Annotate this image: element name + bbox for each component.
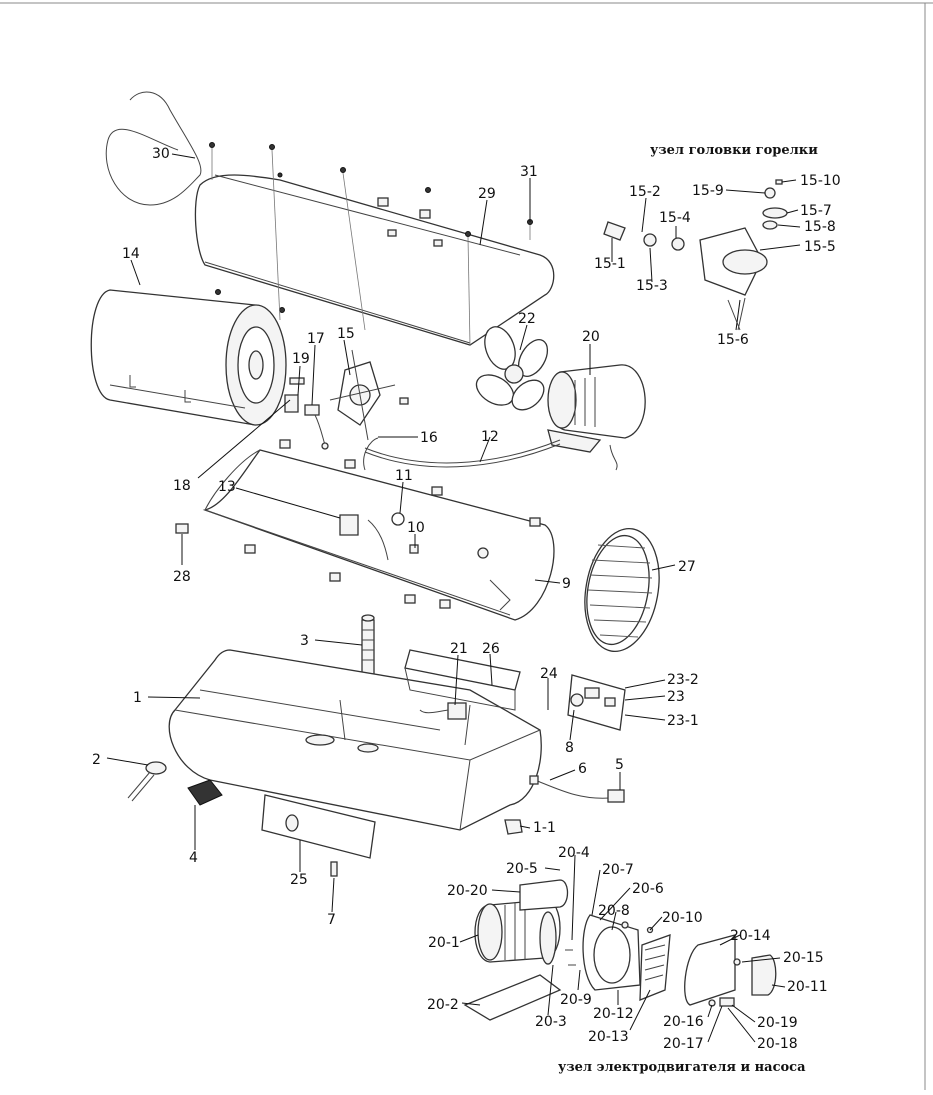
motor-caption-bg — [520, 1055, 848, 1079]
label-20-19: 20-19 — [757, 1015, 798, 1031]
label-15-3: 15-3 — [636, 278, 668, 294]
label-9: 9 — [562, 576, 571, 592]
label-22: 22 — [518, 311, 536, 327]
label-1-1: 1-1 — [533, 820, 556, 836]
screws — [209, 142, 533, 346]
label-15-1: 15-1 — [594, 256, 626, 272]
igniter-post — [361, 614, 375, 679]
label-12: 12 — [481, 429, 499, 445]
label-20-20: 20-20 — [447, 883, 488, 899]
label-28: 28 — [173, 569, 191, 585]
label-20-4: 20-4 — [558, 845, 590, 861]
label-20: 20 — [582, 329, 600, 345]
burner-head-inset — [603, 179, 788, 331]
label-4: 4 — [189, 850, 198, 866]
label-6: 6 — [578, 761, 587, 777]
label-20-5: 20-5 — [506, 861, 538, 877]
top-cover — [194, 174, 555, 346]
label-15-7: 15-7 — [800, 203, 832, 219]
power-cord-plug — [534, 779, 611, 799]
label-20-6: 20-6 — [632, 881, 664, 897]
drain-fitting — [504, 819, 523, 835]
label-30: 30 — [152, 146, 170, 162]
label-31: 31 — [520, 164, 538, 180]
label-16: 16 — [420, 430, 438, 446]
fuel-tube — [364, 439, 561, 464]
label-2: 2 — [92, 752, 101, 768]
bottom-plate — [261, 794, 376, 859]
label-20-11: 20-11 — [787, 979, 828, 995]
label-5: 5 — [615, 757, 624, 773]
burner-caption-bg — [598, 138, 816, 162]
combustion-chamber — [90, 289, 287, 426]
leader-lines — [106, 153, 801, 1043]
label-20-12: 20-12 — [593, 1006, 634, 1022]
label-20-17: 20-17 — [663, 1036, 704, 1052]
label-20-18: 20-18 — [757, 1036, 798, 1052]
label-17: 17 — [307, 331, 325, 347]
label-24: 24 — [540, 666, 558, 682]
label-15: 15 — [337, 326, 355, 342]
label-18: 18 — [173, 478, 191, 494]
label-15-5: 15-5 — [804, 239, 836, 255]
label-20-15: 20-15 — [783, 950, 824, 966]
label-19: 19 — [292, 351, 310, 367]
label-23: 23 — [667, 689, 685, 705]
motor-pump-inset — [463, 879, 777, 1021]
power-cord — [105, 91, 202, 206]
label-20-13: 20-13 — [588, 1029, 629, 1045]
tank-cap — [187, 779, 223, 806]
label-20-14: 20-14 — [730, 928, 771, 944]
label-29: 29 — [478, 186, 496, 202]
label-23-1: 23-1 — [667, 713, 699, 729]
grommet — [175, 523, 189, 534]
burner-head — [329, 349, 409, 441]
label-15-9: 15-9 — [692, 183, 724, 199]
control-board — [567, 674, 626, 731]
label-25: 25 — [290, 872, 308, 888]
label-20-9: 20-9 — [560, 992, 592, 1008]
label-20-10: 20-10 — [662, 910, 703, 926]
burner-head-assembly-caption: узел головки горелки — [650, 143, 818, 158]
photocell — [419, 702, 467, 720]
label-15-4: 15-4 — [659, 210, 691, 226]
label-13: 13 — [218, 479, 236, 495]
label-14: 14 — [122, 246, 140, 262]
label-7: 7 — [327, 912, 336, 928]
label-20-7: 20-7 — [602, 862, 634, 878]
lower-housing — [202, 439, 555, 621]
label-20-3: 20-3 — [535, 1014, 567, 1030]
label-27: 27 — [678, 559, 696, 575]
rear-grill — [584, 527, 660, 653]
small-parts-left — [284, 377, 329, 450]
label-20-1: 20-1 — [428, 935, 460, 951]
label-26: 26 — [482, 641, 500, 657]
motor-pump-assembly-caption: узел электродвигателя и насоса — [558, 1060, 806, 1075]
label-20-16: 20-16 — [663, 1014, 704, 1030]
label-20-8: 20-8 — [598, 903, 630, 919]
label-11: 11 — [395, 468, 413, 484]
fan-blade — [475, 326, 549, 411]
label-10: 10 — [407, 520, 425, 536]
motor — [547, 364, 646, 471]
label-15-2: 15-2 — [629, 184, 661, 200]
label-15-6: 15-6 — [717, 332, 749, 348]
label-21: 21 — [450, 641, 468, 657]
label-15-8: 15-8 — [804, 219, 836, 235]
label-23-2: 23-2 — [667, 672, 699, 688]
label-15-10: 15-10 — [800, 173, 841, 189]
label-20-2: 20-2 — [427, 997, 459, 1013]
fuel-gauge — [127, 761, 167, 802]
label-3: 3 — [300, 633, 309, 649]
fuel-tank — [168, 649, 542, 831]
part-labels: 30 31 29 14 22 20 15 17 19 16 12 18 11 1… — [92, 146, 841, 1052]
label-1: 1 — [133, 690, 142, 706]
screw-7 — [330, 861, 338, 877]
label-8: 8 — [565, 740, 574, 756]
